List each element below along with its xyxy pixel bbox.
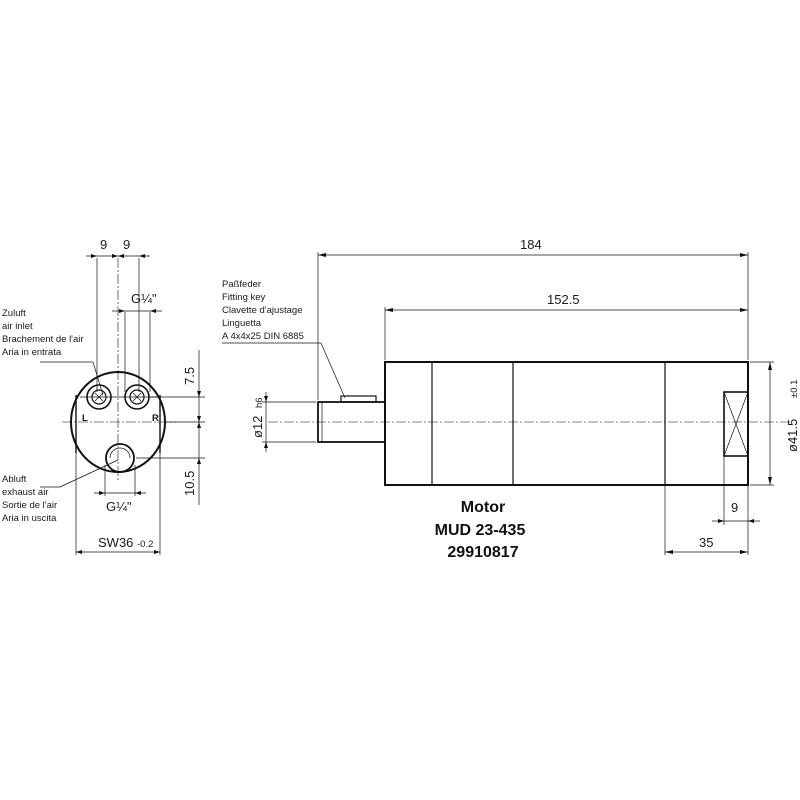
arrow	[197, 458, 201, 464]
arrow	[318, 253, 326, 257]
thread-bottom: G¼"	[106, 499, 132, 514]
arrow	[91, 254, 97, 258]
arrow	[119, 309, 125, 313]
dim-184: 184	[520, 237, 542, 252]
dim-body-tolerance: ±0.1	[789, 380, 800, 398]
port-l-inner	[91, 389, 107, 405]
exhaust-port-outer	[105, 443, 135, 473]
arrow	[112, 254, 118, 258]
side-view: 184 152.5 Paßfeder Fitting key Clavette …	[222, 237, 800, 555]
arrow	[197, 416, 201, 422]
dim-flat-width: 9	[731, 500, 738, 515]
exhaust-leader-diag	[59, 459, 119, 488]
arrow	[740, 550, 748, 554]
wrench-size: SW36	[98, 535, 133, 550]
arrow	[154, 550, 160, 554]
product-model: MUD 23-435	[435, 522, 526, 539]
dim-shaft-tolerance: h6	[254, 397, 265, 408]
arrow	[197, 422, 201, 428]
arrow	[264, 442, 268, 448]
arrow	[768, 477, 772, 485]
wrench-tolerance: -0.2	[137, 539, 153, 550]
arrow	[718, 519, 724, 523]
arrow	[139, 254, 145, 258]
thread-top: G¼"	[131, 291, 157, 306]
end-view: L R 9 9 G¼" 7.5 10.5 G¼	[2, 237, 205, 555]
arrow	[665, 550, 673, 554]
inlet-label: Zuluft air inlet Brachement de l'air Ari…	[2, 308, 86, 358]
port-l-cross-b	[94, 392, 104, 402]
dim-10-5: 10.5	[182, 471, 197, 496]
port-r-outer	[124, 384, 150, 410]
port-label-l: L	[82, 413, 88, 424]
dim-152-5: 152.5	[547, 292, 580, 307]
port-l-outer	[86, 384, 112, 410]
product-title: Motor MUD 23-435 29910817	[435, 499, 526, 561]
port-r-inner	[129, 389, 145, 405]
motor-body	[384, 361, 749, 486]
dim-body-diameter: ø41.5	[785, 419, 800, 452]
product-part-number: 29910817	[447, 544, 518, 561]
port-r-cross-b	[132, 392, 142, 402]
arrow	[135, 491, 141, 495]
exhaust-label: Abluft exhaust air Sortie de l'air Aria …	[2, 474, 60, 524]
arrow	[768, 362, 772, 370]
arrow	[740, 253, 748, 257]
arrow	[150, 309, 156, 313]
arrow	[264, 396, 268, 402]
arrow	[748, 519, 754, 523]
arrow	[99, 491, 105, 495]
arrow	[740, 308, 748, 312]
exhaust-port-inner	[109, 447, 131, 459]
arrow	[197, 391, 201, 397]
arrow	[76, 550, 82, 554]
dim-shaft-diameter: ø12	[250, 416, 265, 438]
arrow	[118, 254, 124, 258]
dim-7-5: 7.5	[182, 367, 197, 385]
product-name: Motor	[461, 499, 505, 516]
key-leader-diag	[320, 342, 346, 399]
arrow	[385, 308, 393, 312]
end-flat-cross-b	[723, 391, 749, 457]
port-label-r: R	[152, 413, 159, 424]
dim-flat-offset: 35	[699, 535, 713, 550]
key-label: Paßfeder Fitting key Clavette d'ajustage…	[222, 279, 305, 342]
dim-9-left: 9	[100, 237, 107, 252]
fitting-key	[340, 395, 377, 403]
dim-9-right: 9	[123, 237, 130, 252]
end-flat	[723, 391, 749, 457]
inlet-leader-diag	[92, 361, 104, 396]
